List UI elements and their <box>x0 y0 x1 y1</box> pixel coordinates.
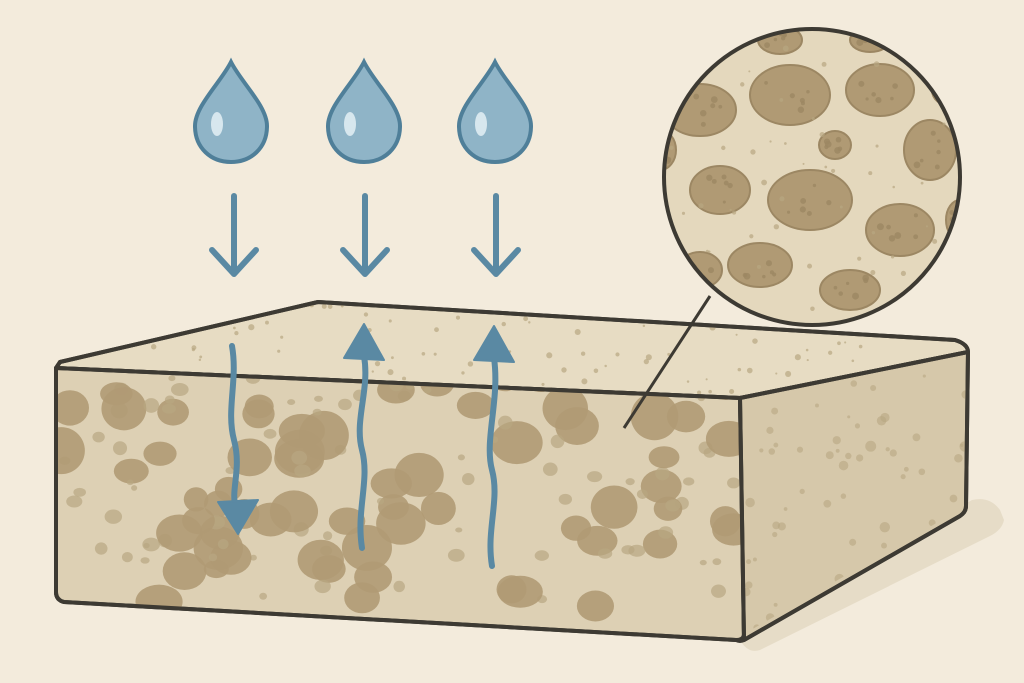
arrow-down-icon <box>217 343 259 535</box>
arrow-down-icon <box>340 193 390 277</box>
arrow-down-icon <box>209 193 259 277</box>
block-shadow <box>740 499 1004 651</box>
water-drop-icon <box>325 57 403 165</box>
arrow-up-icon <box>343 323 385 551</box>
magnifier-leader-line <box>622 295 712 429</box>
arrow-up-icon <box>473 325 515 569</box>
water-drop-icon <box>456 57 534 165</box>
block-outline <box>54 300 970 643</box>
water-drop-icon <box>192 57 270 165</box>
arrow-down-icon <box>471 193 521 277</box>
magnifier-circle <box>662 27 962 327</box>
